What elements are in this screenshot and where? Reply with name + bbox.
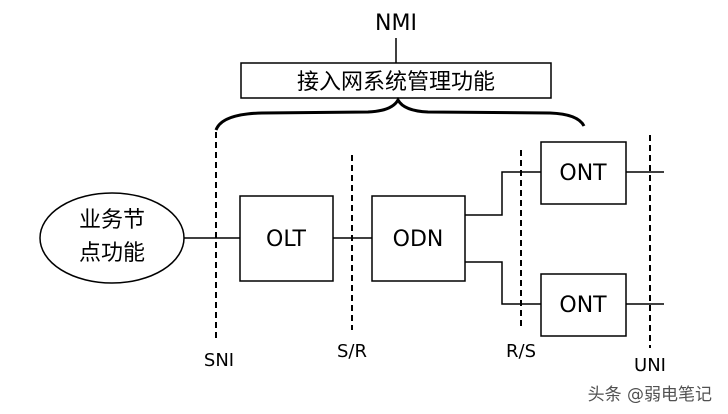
ont-bottom-box [540, 273, 627, 337]
sr-label: S/R [337, 341, 367, 362]
olt-label: OLT [266, 227, 307, 252]
link-odn-ont-bottom [465, 261, 541, 305]
ont-top-label: ONT [559, 161, 607, 186]
service-node-ellipse [39, 192, 185, 284]
service-node-label-line1: 业务节 [79, 208, 145, 233]
nmi-label: NMI [375, 11, 417, 36]
management-label: 接入网系统管理功能 [297, 70, 495, 95]
odn-label: ODN [393, 227, 444, 252]
watermark-text: 头条 @弱电笔记 [588, 385, 712, 405]
olt-box [239, 195, 334, 282]
odn-box [371, 195, 466, 282]
management-brace [214, 96, 586, 131]
sni-label: SNI [204, 350, 234, 371]
rs-label: R/S [506, 341, 536, 362]
ont-top-box [540, 141, 627, 205]
service-node-label-line2: 点功能 [79, 241, 145, 266]
uni-label: UNI [634, 355, 666, 376]
management-box [240, 62, 552, 99]
ont-bottom-label: ONT [559, 293, 607, 318]
link-odn-ont-top [465, 171, 541, 216]
